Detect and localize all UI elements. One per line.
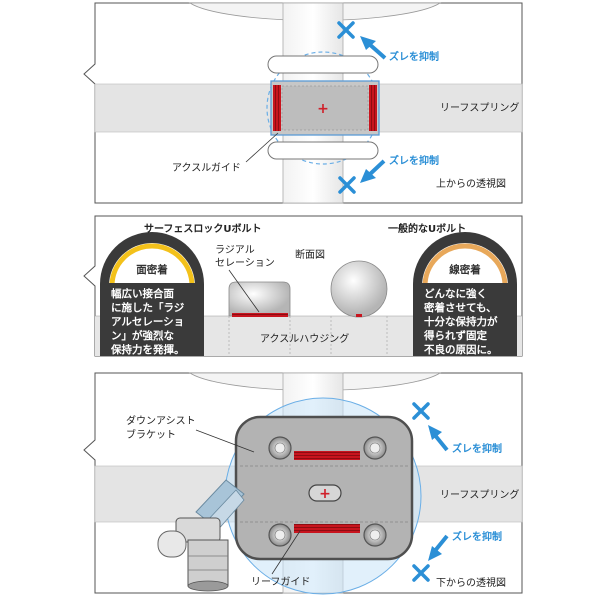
radial-serration-mark xyxy=(232,313,288,317)
center-slot xyxy=(308,484,342,502)
leaf-guide-bottom xyxy=(294,524,360,533)
view-label-top: 上からの透視図 xyxy=(436,177,506,190)
serration-right xyxy=(369,85,377,131)
panel-top-view: + ズレを抑制 ズレを抑制 リーフスプリング アクスルガイド 上からの透視図 xyxy=(83,2,523,204)
leaf-spring-label-3: リーフスプリング xyxy=(440,488,519,501)
line-desc-line: どんなに強く xyxy=(424,287,487,300)
bolt-icon xyxy=(363,523,387,547)
bolt-icon xyxy=(268,436,292,460)
bolt-icon xyxy=(363,436,387,460)
axle-guide-label: アクスルガイド xyxy=(172,162,241,174)
svg-text:どんなに強く 密着させても、 十分な: どんなに強く 密着させても、 十分な保持力が 得られず固定 不良の原因に。 xyxy=(423,287,501,356)
surface-lock-title: サーフェスロックUボルト xyxy=(144,222,262,235)
surface-desc-line: 保持力を発揮。 xyxy=(110,343,185,356)
arrow-icon xyxy=(360,159,386,183)
center-mark-icon: + xyxy=(319,486,331,502)
view-label-bottom: 下からの透視図 xyxy=(436,576,506,589)
x-mark-icon xyxy=(337,21,355,39)
down-assist-label-2: ブラケット xyxy=(126,428,176,441)
surface-section-shape xyxy=(228,281,291,317)
arrow-icon xyxy=(360,36,387,60)
line-desc-line: 密着させても、 xyxy=(424,301,497,314)
x-mark-icon xyxy=(338,176,356,194)
axle-housing-label: アクスルハウジング xyxy=(260,332,349,345)
surface-desc-line: アルセレーショ xyxy=(111,316,184,328)
zure-label-top-3: ズレを抑制 xyxy=(452,442,502,455)
badge-surface: 面密着 xyxy=(136,263,168,276)
clamp-assembly xyxy=(157,479,245,592)
zure-label-bottom: ズレを抑制 xyxy=(389,154,439,167)
x-mark-icon xyxy=(412,564,430,582)
panel-cross-section: 面密着 幅広い接合面 に施した「ラジ アルセレーショ ン」が強烈な 保持力を発揮… xyxy=(83,215,523,357)
radial-label-1: ラジアル xyxy=(215,244,255,256)
down-assist-label-1: ダウンアシスト xyxy=(126,414,196,427)
svg-text:幅広い接合面 に施した「ラジ アルセ: 幅広い接合面 に施した「ラジ アルセレーショ ン」が強烈な 保持力を発揮。 xyxy=(110,287,188,356)
top-collar xyxy=(267,55,379,74)
surface-desc-line: に施した「ラジ xyxy=(111,301,185,314)
line-desc-line: 十分な保持力が xyxy=(424,315,498,328)
general-section-ball xyxy=(330,260,388,318)
x-mark-icon xyxy=(412,402,430,420)
leaf-guide-top xyxy=(294,451,360,460)
bolt-icon xyxy=(268,523,292,547)
line-contact-mark xyxy=(356,314,362,317)
section-label: 断面図 xyxy=(295,248,325,261)
bottom-collar xyxy=(267,141,379,160)
leaf-guide-label: リーフガイド xyxy=(251,576,310,588)
radial-label-2: セレーション xyxy=(215,257,275,269)
zure-label-top: ズレを抑制 xyxy=(389,50,439,63)
serration-left xyxy=(273,85,281,131)
panel-bottom-view: + ズレを抑制 ズレを抑制 ダウン xyxy=(83,372,523,595)
arrow-icon xyxy=(428,534,449,561)
line-desc-box xyxy=(422,283,508,356)
general-ubolt-title: 一般的なUボルト xyxy=(388,222,466,235)
surface-desc-line: ン」が強烈な xyxy=(111,329,174,342)
zure-label-bottom-3: ズレを抑制 xyxy=(452,530,502,543)
surface-desc-box xyxy=(109,283,195,356)
line-desc-line: 得られず固定 xyxy=(423,329,487,342)
surface-desc-line: 幅広い接合面 xyxy=(111,287,174,300)
line-desc-line: 不良の原因に。 xyxy=(424,343,498,356)
leaf-spring-label: リーフスプリング xyxy=(440,101,519,114)
center-mark-icon: + xyxy=(317,101,329,117)
arrow-icon xyxy=(428,425,449,452)
badge-line: 線密着 xyxy=(449,263,481,276)
